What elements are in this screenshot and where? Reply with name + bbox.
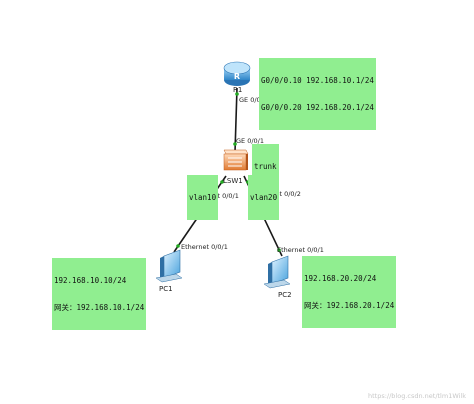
pc2-label: PC2 <box>278 291 292 299</box>
port-dot-pc2 <box>277 248 281 252</box>
port-dot-r1 <box>235 92 239 96</box>
note-vlan10: vlan10 <box>187 175 219 220</box>
port-dot-lsw1-e1 <box>220 180 224 184</box>
note-pc2-ip: 192.168.20.20/24 <box>304 274 377 283</box>
port-dot-lsw1-up <box>233 142 237 146</box>
pc1-label: PC1 <box>159 285 173 293</box>
pc2-icon[interactable] <box>263 255 291 289</box>
port-label-pc1: Ethernet 0/0/1 <box>181 243 228 251</box>
router-badge: R <box>234 72 240 81</box>
note-router-subinterfaces: G0/0/0.10 192.168.10.1/24 G0/0/0.20 192.… <box>259 58 376 130</box>
port-label-lsw1-ge: GE 0/0/1 <box>236 137 264 145</box>
note-trunk-text: trunk <box>254 162 277 171</box>
pc1-icon[interactable] <box>155 249 183 283</box>
switch-label: LSW1 <box>223 177 243 185</box>
note-vlan20: vlan20 <box>248 175 280 220</box>
note-pc1-gateway: 网关：192.168.10.1/24 <box>54 303 145 312</box>
port-label-pc2: Ethernet 0/0/1 <box>277 246 324 254</box>
note-pc1-config: 192.168.10.10/24 网关：192.168.10.1/24 <box>52 258 147 330</box>
note-pc2-gateway: 网关：192.168.20.1/24 <box>304 301 395 310</box>
note-vlan20-text: vlan20 <box>250 193 278 202</box>
note-router-sub1: G0/0/0.10 192.168.10.1/24 <box>261 76 374 85</box>
note-pc2-config: 192.168.20.20/24 网关：192.168.20.1/24 <box>302 256 397 328</box>
note-router-sub2: G0/0/0.20 192.168.20.1/24 <box>261 103 374 112</box>
port-dot-pc1 <box>176 244 180 248</box>
watermark-text: https://blog.csdn.net/tlm1Wilk <box>367 392 466 400</box>
router-icon[interactable]: R <box>223 61 251 86</box>
router-label: R1 <box>233 86 242 94</box>
port-label-r1-ge: GE 0/0/0 <box>239 96 267 104</box>
note-pc1-ip: 192.168.10.10/24 <box>54 276 127 285</box>
switch-icon[interactable] <box>223 149 249 171</box>
note-vlan10-text: vlan10 <box>189 193 217 202</box>
link-r1-lsw1[interactable] <box>234 87 238 153</box>
